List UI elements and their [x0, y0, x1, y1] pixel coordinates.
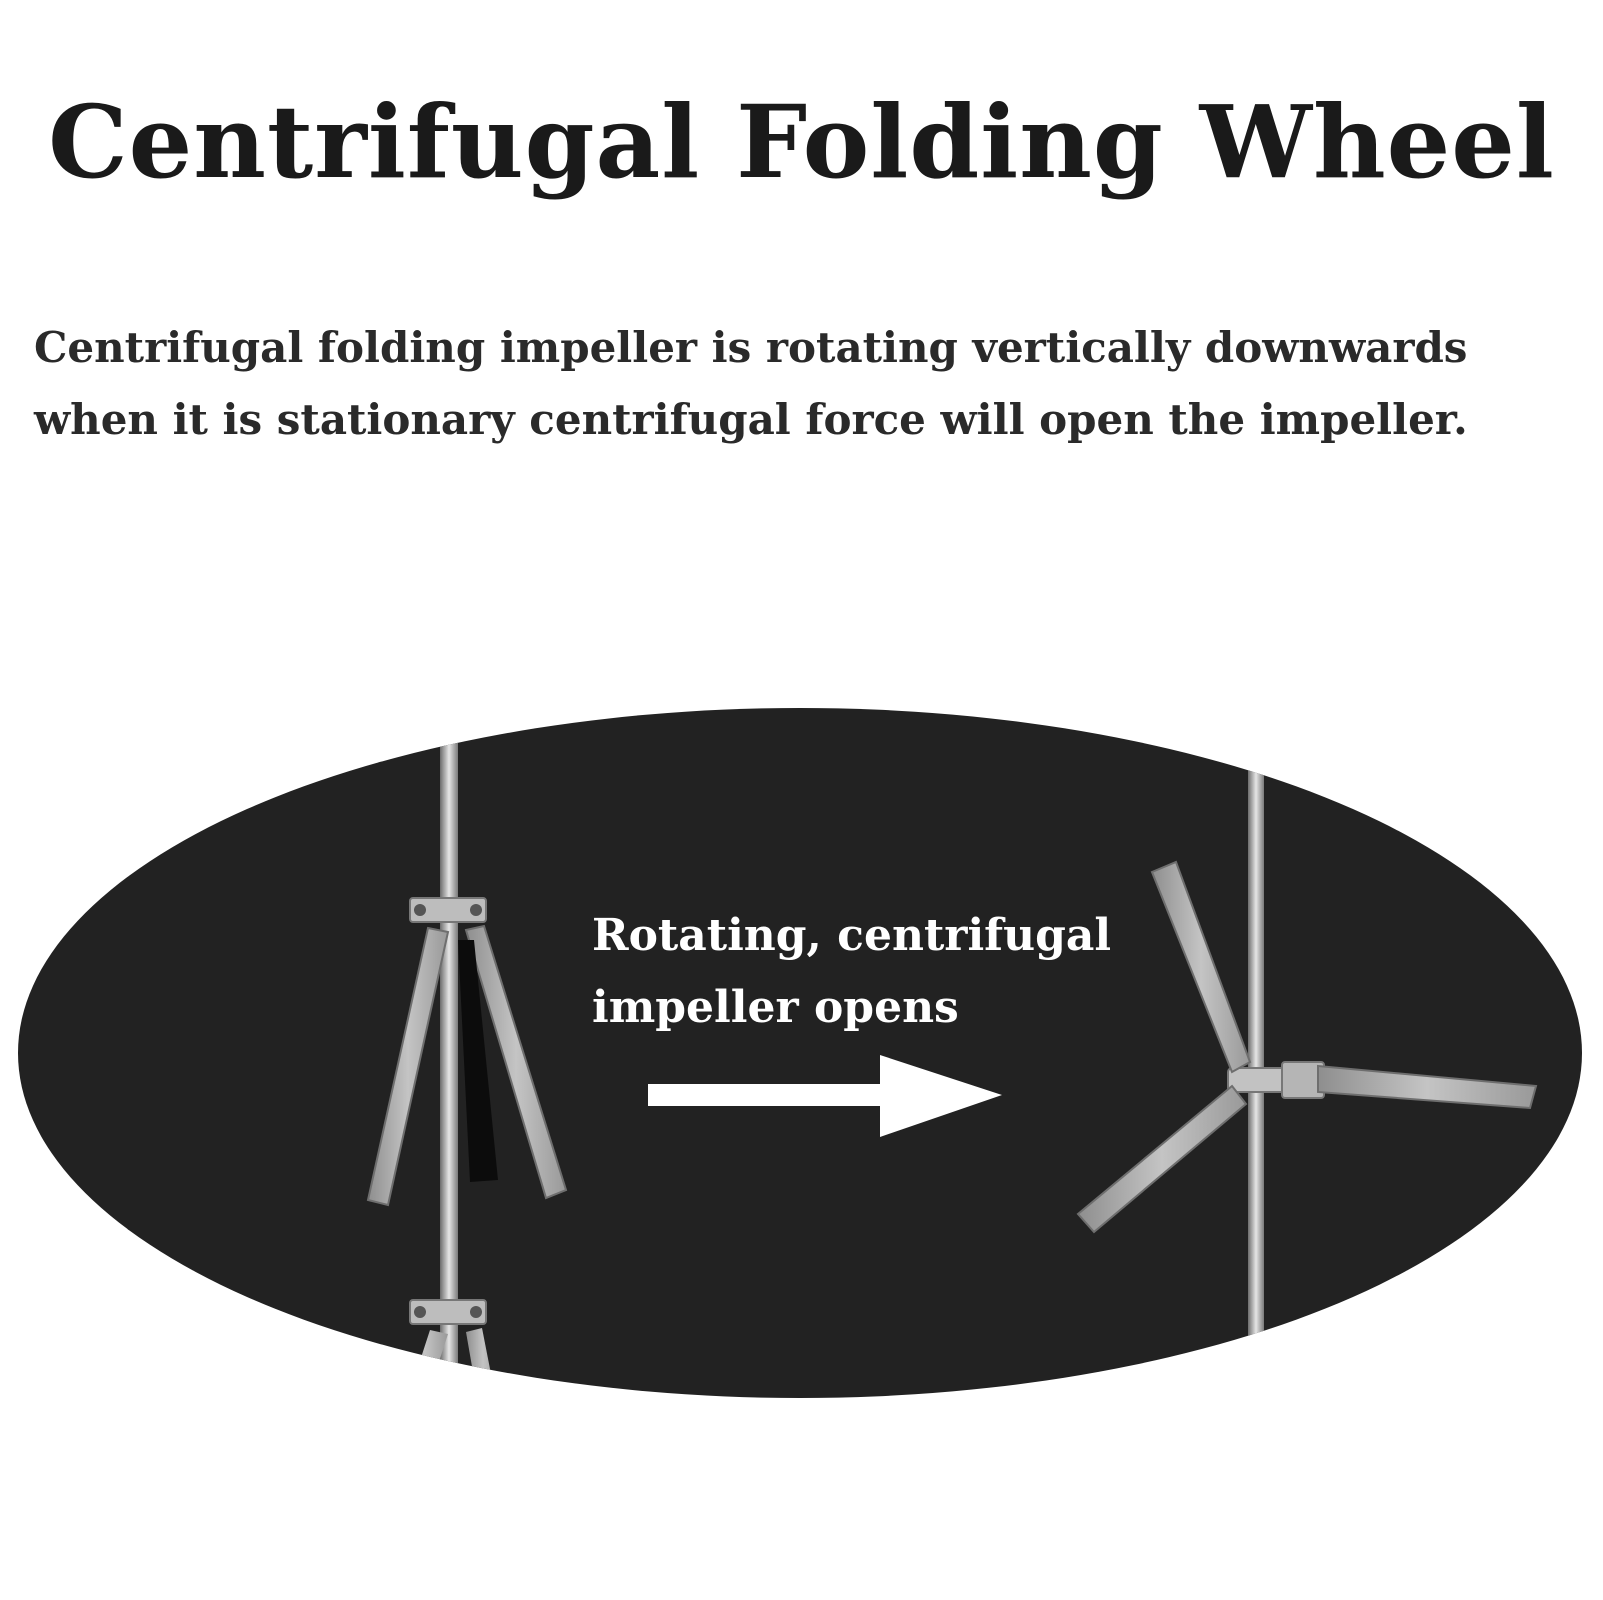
dark-oval-background: [18, 708, 1582, 1398]
right-arrow-icon: [648, 1055, 1002, 1137]
description-line-1: Centrifugal folding impeller is rotating…: [34, 323, 1468, 372]
description-line-2: when it is stationary centrifugal force …: [34, 395, 1468, 444]
caption-line-1: Rotating, centrifugal: [592, 910, 1111, 961]
page-title: Centrifugal Folding Wheel: [48, 83, 1555, 201]
caption-line-2: impeller opens: [592, 982, 959, 1033]
opened-impeller: [1076, 760, 1538, 1360]
